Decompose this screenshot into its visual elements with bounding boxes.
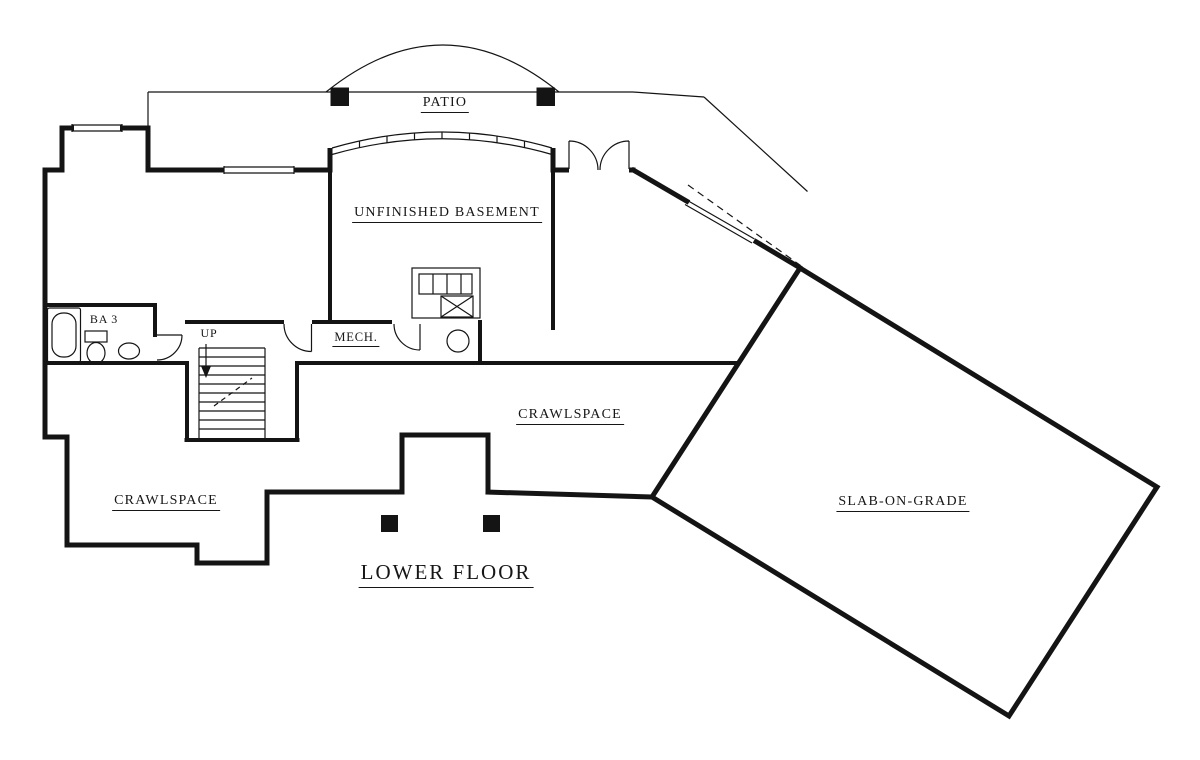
interior-walls (45, 150, 740, 442)
furnace-grille-lines (432, 274, 462, 294)
stair-direction-arrowhead (201, 366, 211, 378)
furnace-unit (418, 273, 473, 295)
stair-label-up: UP (200, 326, 218, 340)
equipment-closet (411, 267, 481, 319)
hall-door (283, 323, 313, 353)
plan-title: LOWER FLOOR (358, 560, 534, 588)
french-door-left-leaf (568, 140, 599, 171)
stair-break-line (213, 377, 253, 407)
room-label-mech: MECH. (332, 330, 380, 347)
patio-column-right (536, 87, 555, 106)
doors (156, 140, 630, 361)
french-door-right-leaf (599, 140, 630, 171)
porch-post-right (483, 515, 500, 532)
hvac-unit (440, 295, 474, 318)
toilet-tank (84, 330, 108, 343)
windows (71, 124, 755, 244)
hvac-unit-cross (440, 295, 474, 318)
room-label-unfinished-basement: UNFINISHED BASEMENT (352, 205, 542, 223)
room-label-crawlspace-right: CRAWLSPACE (516, 407, 624, 425)
porch-post-left (381, 515, 398, 532)
stairs (198, 344, 266, 438)
bathroom-fixtures (46, 307, 141, 365)
patio-column-left (330, 87, 349, 106)
deck-above-dashed-line (687, 184, 801, 266)
stair-treads (199, 347, 265, 430)
window-diagonal-wall (684, 199, 755, 244)
bath-door (156, 334, 183, 361)
curved-window-mullions (358, 132, 526, 148)
toilet-bowl (86, 341, 106, 365)
room-label-patio: PATIO (420, 95, 470, 113)
bathtub-outer (46, 307, 82, 363)
posts (330, 87, 555, 532)
curved-window-wall-inner (331, 138, 553, 156)
slab-on-grade-outline (648, 264, 1161, 720)
mech-door (393, 323, 421, 351)
room-label-crawlspace-left: CRAWLSPACE (112, 493, 220, 511)
room-label-slab-on-grade: SLAB-ON-GRADE (836, 494, 970, 512)
patio-outline (147, 44, 808, 266)
bathtub-inner (51, 312, 77, 358)
window-top-wall (223, 166, 295, 174)
mechanical-equipment (411, 267, 481, 353)
sink-basin (117, 342, 141, 360)
window-top-left (71, 124, 123, 132)
room-label-bath-3: BA 3 (89, 312, 119, 326)
patio-entry-arch (325, 44, 560, 93)
water-heater (446, 329, 470, 353)
